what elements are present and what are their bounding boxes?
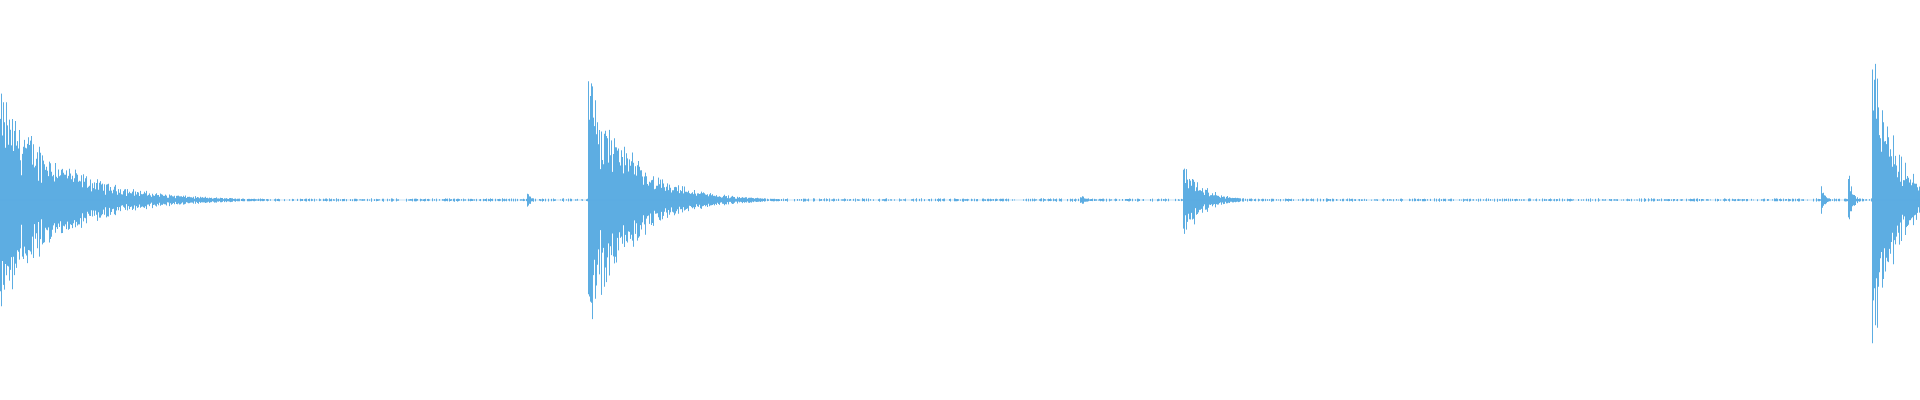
waveform-trace: [0, 63, 1920, 344]
